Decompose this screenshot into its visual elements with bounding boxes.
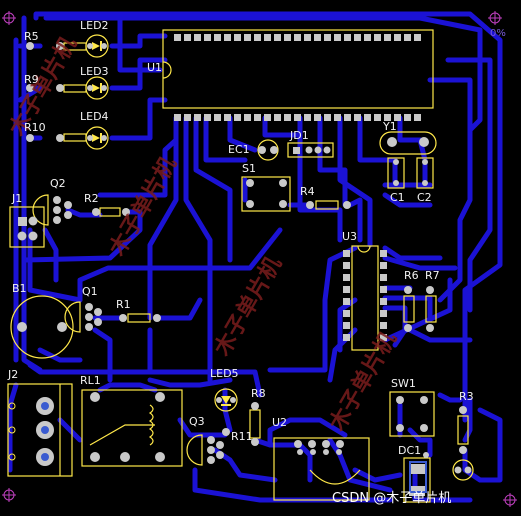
- label-led3: LED3: [80, 65, 109, 78]
- label-r4: R4: [300, 185, 315, 198]
- label-r7: R7: [425, 269, 440, 282]
- label-c2: C2: [417, 191, 432, 204]
- label-rl1: RL1: [80, 374, 101, 387]
- label-r9: R9: [24, 73, 39, 86]
- label-c1: C1: [390, 191, 405, 204]
- label-r10: R10: [24, 121, 46, 134]
- label-y1: Y1: [383, 120, 397, 133]
- label-led5: LED5: [210, 367, 239, 380]
- silkscreen: [7, 29, 474, 503]
- copper-traces: [7, 11, 503, 503]
- label-j2: J2: [8, 368, 19, 381]
- u1-bottom-pads: [174, 114, 421, 121]
- label-dc1: DC1: [398, 444, 422, 457]
- label-s1: S1: [242, 162, 256, 175]
- label-r5: R5: [24, 30, 39, 43]
- label-u1: U1: [147, 61, 163, 74]
- label-r8: R8: [251, 387, 266, 400]
- corner-markers: [2, 11, 517, 507]
- u1-top-pads: [174, 34, 421, 41]
- label-r3: R3: [459, 390, 474, 403]
- label-r6: R6: [404, 269, 419, 282]
- dc1-body: [409, 461, 427, 493]
- corner-percent: 0%: [490, 28, 506, 39]
- label-jd1: JD1: [290, 129, 309, 142]
- label-b1: B1: [12, 282, 27, 295]
- j2-terminal-screws: [8, 397, 54, 466]
- credit-watermark: CSDN @木子单片机: [332, 491, 452, 506]
- label-q1: Q1: [82, 285, 98, 298]
- label-ec1: EC1: [228, 143, 250, 156]
- pads: [17, 34, 472, 496]
- label-led2: LED2: [80, 19, 109, 32]
- label-u2: U2: [272, 416, 288, 429]
- label-q3: Q3: [189, 415, 205, 428]
- label-r11: R11: [231, 430, 253, 443]
- label-sw1: SW1: [391, 377, 416, 390]
- u3-pads: [343, 250, 387, 341]
- label-r1: R1: [116, 298, 131, 311]
- label-j1: J1: [12, 192, 23, 205]
- label-u3: U3: [342, 230, 358, 243]
- label-led4: LED4: [80, 110, 109, 123]
- label-q2: Q2: [50, 177, 66, 190]
- label-r2: R2: [84, 192, 99, 205]
